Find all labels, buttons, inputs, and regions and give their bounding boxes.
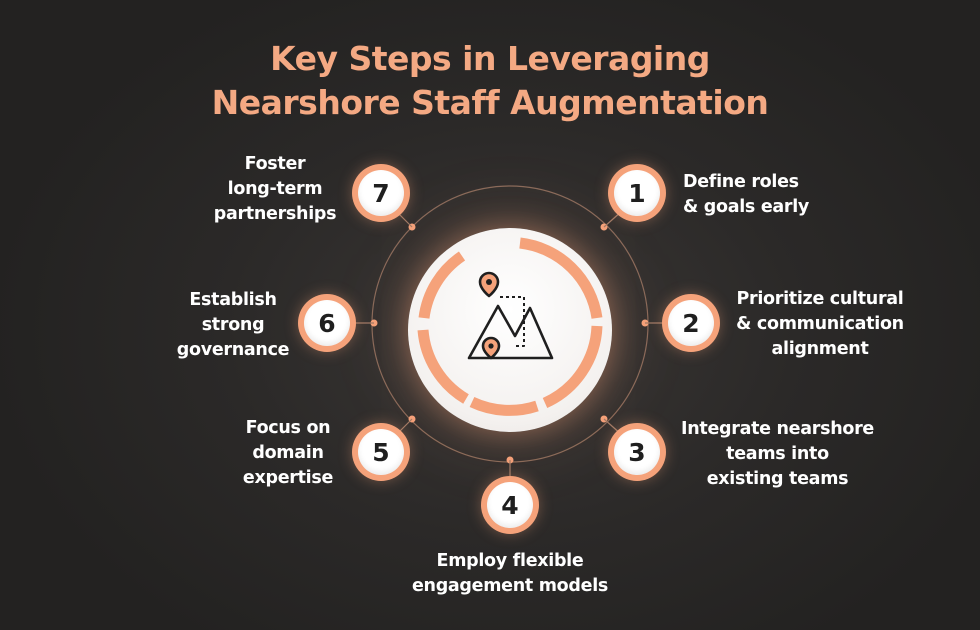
- page-title-line-1: Key Steps in Leveraging: [270, 39, 710, 78]
- step-6-node: 6: [298, 294, 356, 352]
- center-disc: [408, 228, 612, 432]
- arc-segment-1: [519, 237, 603, 319]
- step-3-number: 3: [614, 429, 660, 475]
- step-4-label: Employ flexible engagement models: [411, 551, 609, 596]
- step-3-label: Integrate nearshore teams into existing …: [681, 419, 874, 489]
- step-3-node: 3: [608, 423, 666, 481]
- step-1-number: 1: [614, 170, 660, 216]
- step-5-label: Focus on domain expertise: [242, 418, 334, 488]
- map-pins-mountain-icon: [467, 271, 554, 360]
- step-2-number: 2: [668, 300, 714, 346]
- step-1-label: Define roles & goals early: [683, 172, 810, 217]
- page-title-line-2: Nearshore Staff Augmentation: [211, 83, 769, 122]
- step-7-label: Foster long-term partnerships: [213, 154, 337, 224]
- progress-arc-segments: [417, 237, 603, 416]
- step-6-label: Establish strong governance: [176, 290, 290, 360]
- step-7-number: 7: [358, 170, 404, 216]
- step-1-node: 1: [608, 164, 666, 222]
- step-4-node: 4: [481, 476, 539, 534]
- step-5-node: 5: [352, 423, 410, 481]
- step-5-number: 5: [358, 429, 404, 475]
- step-7-node: 7: [352, 164, 410, 222]
- step-2-node: 2: [662, 294, 720, 352]
- step-6-number: 6: [304, 300, 350, 346]
- step-4-number: 4: [487, 482, 533, 528]
- step-2-label: Prioritize cultural & communication alig…: [736, 289, 904, 359]
- arc-segment-3: [469, 396, 539, 416]
- arc-segment-2: [542, 325, 603, 409]
- arc-segment-5: [418, 251, 466, 319]
- arc-segment-4: [417, 329, 469, 404]
